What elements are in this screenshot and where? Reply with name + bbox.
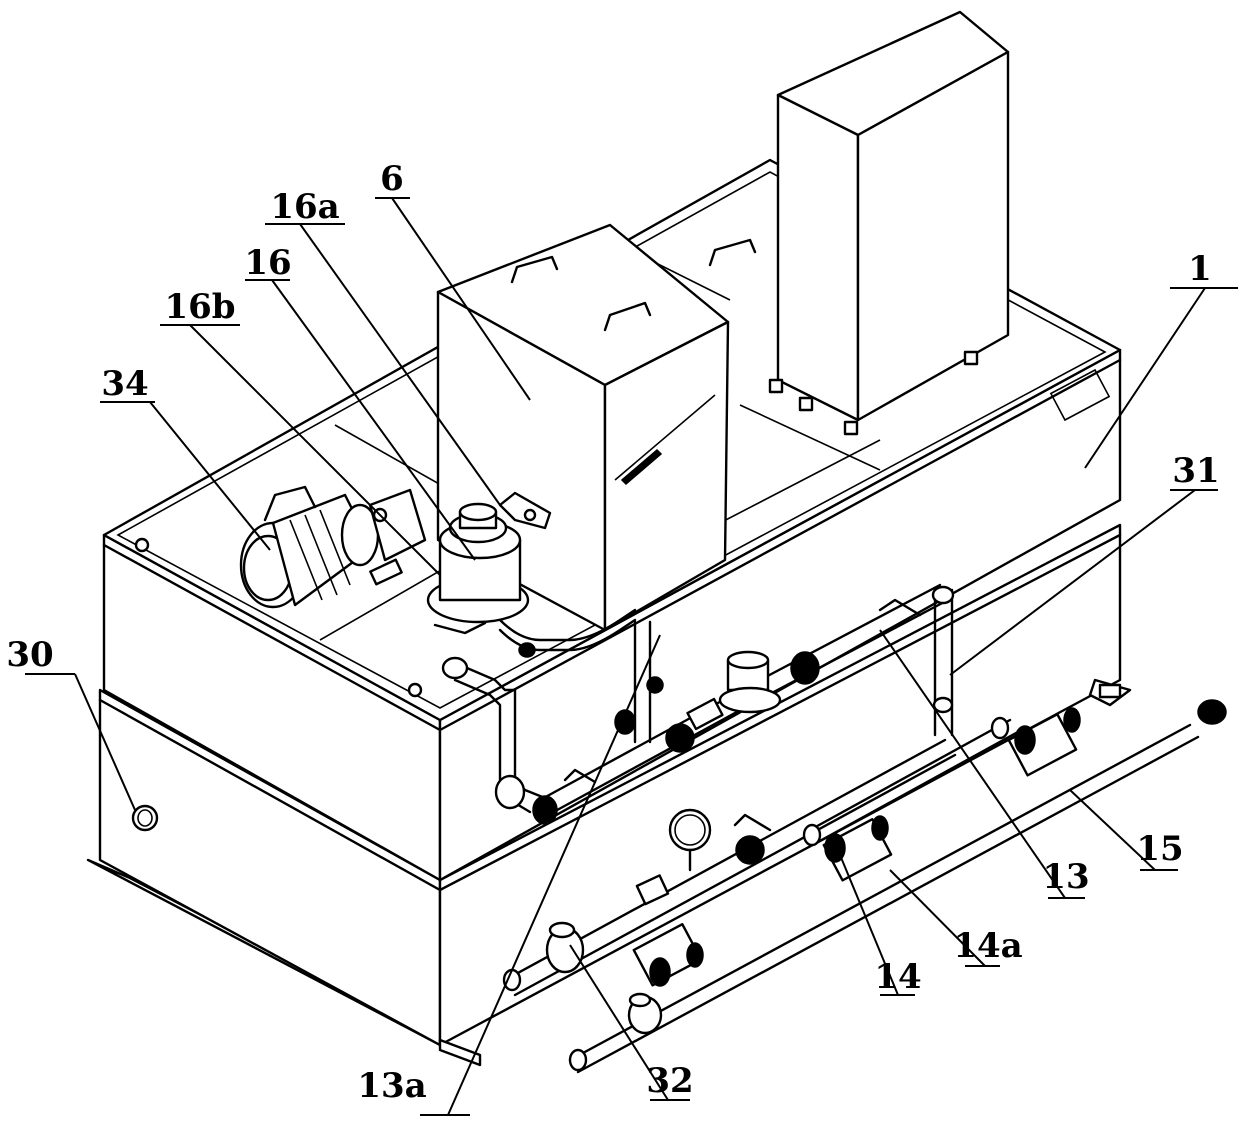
label-14a: 14a: [953, 926, 1022, 966]
label-31: 31: [1172, 451, 1219, 491]
label-6: 6: [380, 159, 404, 199]
label-15: 15: [1136, 829, 1183, 869]
label-1: 1: [1188, 249, 1212, 289]
label-16: 16: [244, 243, 291, 283]
label-32: 32: [646, 1061, 693, 1101]
label-14: 14: [874, 957, 921, 997]
leader-lines: [25, 197, 1238, 1116]
label-16a: 16a: [270, 187, 339, 227]
pump-16: [426, 491, 552, 635]
valves: [131, 598, 1081, 1035]
label-13: 13: [1042, 857, 1089, 897]
label-30: 30: [6, 635, 53, 675]
control-cabinet: [768, 10, 1010, 436]
pipework: [441, 583, 1227, 1074]
motor-34: [239, 485, 427, 609]
label-13a: 13a: [357, 1066, 426, 1106]
reference-labels: 1 6 16a 16 16b 34 31 30 15 13 14a 14 32 …: [6, 159, 1219, 1106]
base-tank: [86, 523, 1132, 1067]
label-16b: 16b: [164, 287, 235, 327]
label-34: 34: [101, 364, 148, 404]
